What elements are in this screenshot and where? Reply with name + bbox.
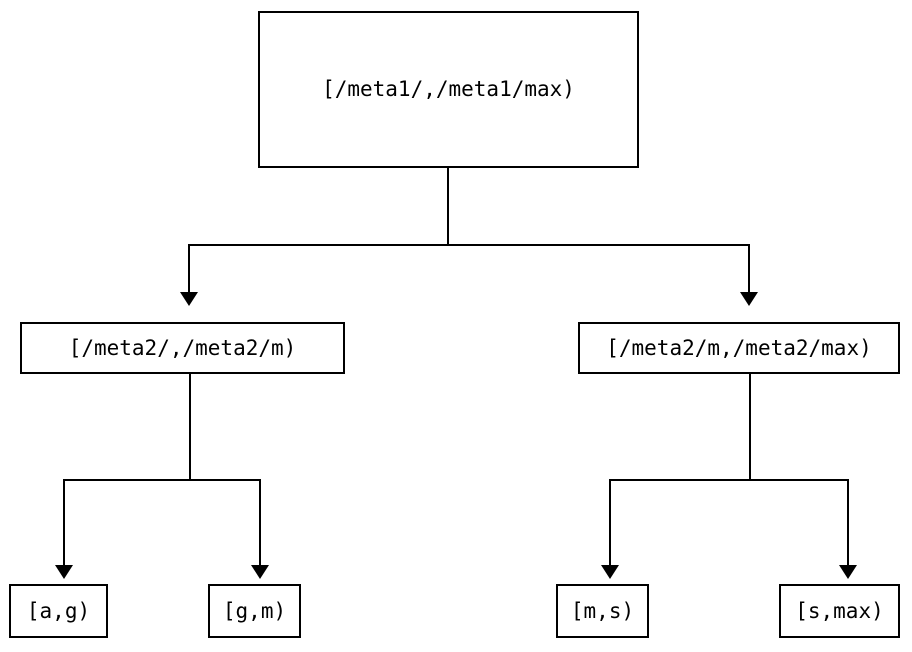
arrowhead-icon [55,565,73,579]
tree-node-leaf-g-m[interactable]: [g,m) [208,584,301,638]
tree-node-label: [s,max) [795,598,884,623]
tree-node-root[interactable]: [/meta1/,/meta1/max) [258,11,639,168]
tree-node-label: [m,s) [570,598,635,623]
tree-node-label: [/meta1/,/meta1/max) [322,77,575,101]
arrowhead-icon [601,565,619,579]
tree-node-leaf-s-max[interactable]: [s,max) [779,584,900,638]
tree-node-label: [/meta2/,/meta2/m) [68,335,297,360]
arrowhead-icon [740,292,758,306]
tree-edge [63,374,191,565]
tree-edge [188,168,449,292]
tree-edge [189,374,261,565]
tree-edge [609,374,751,565]
tree-node-mid-right[interactable]: [/meta2/m,/meta2/max) [578,322,900,374]
tree-edge [749,374,849,565]
tree-node-leaf-m-s[interactable]: [m,s) [556,584,649,638]
tree-node-label: [g,m) [222,598,287,623]
tree-node-leaf-a-g[interactable]: [a,g) [9,584,108,638]
tree-node-label: [a,g) [26,598,91,623]
arrowhead-icon [839,565,857,579]
arrowhead-icon [180,292,198,306]
tree-node-label: [/meta2/m,/meta2/max) [606,335,872,360]
tree-edge [447,168,750,292]
tree-node-mid-left[interactable]: [/meta2/,/meta2/m) [20,322,345,374]
arrowhead-icon [251,565,269,579]
